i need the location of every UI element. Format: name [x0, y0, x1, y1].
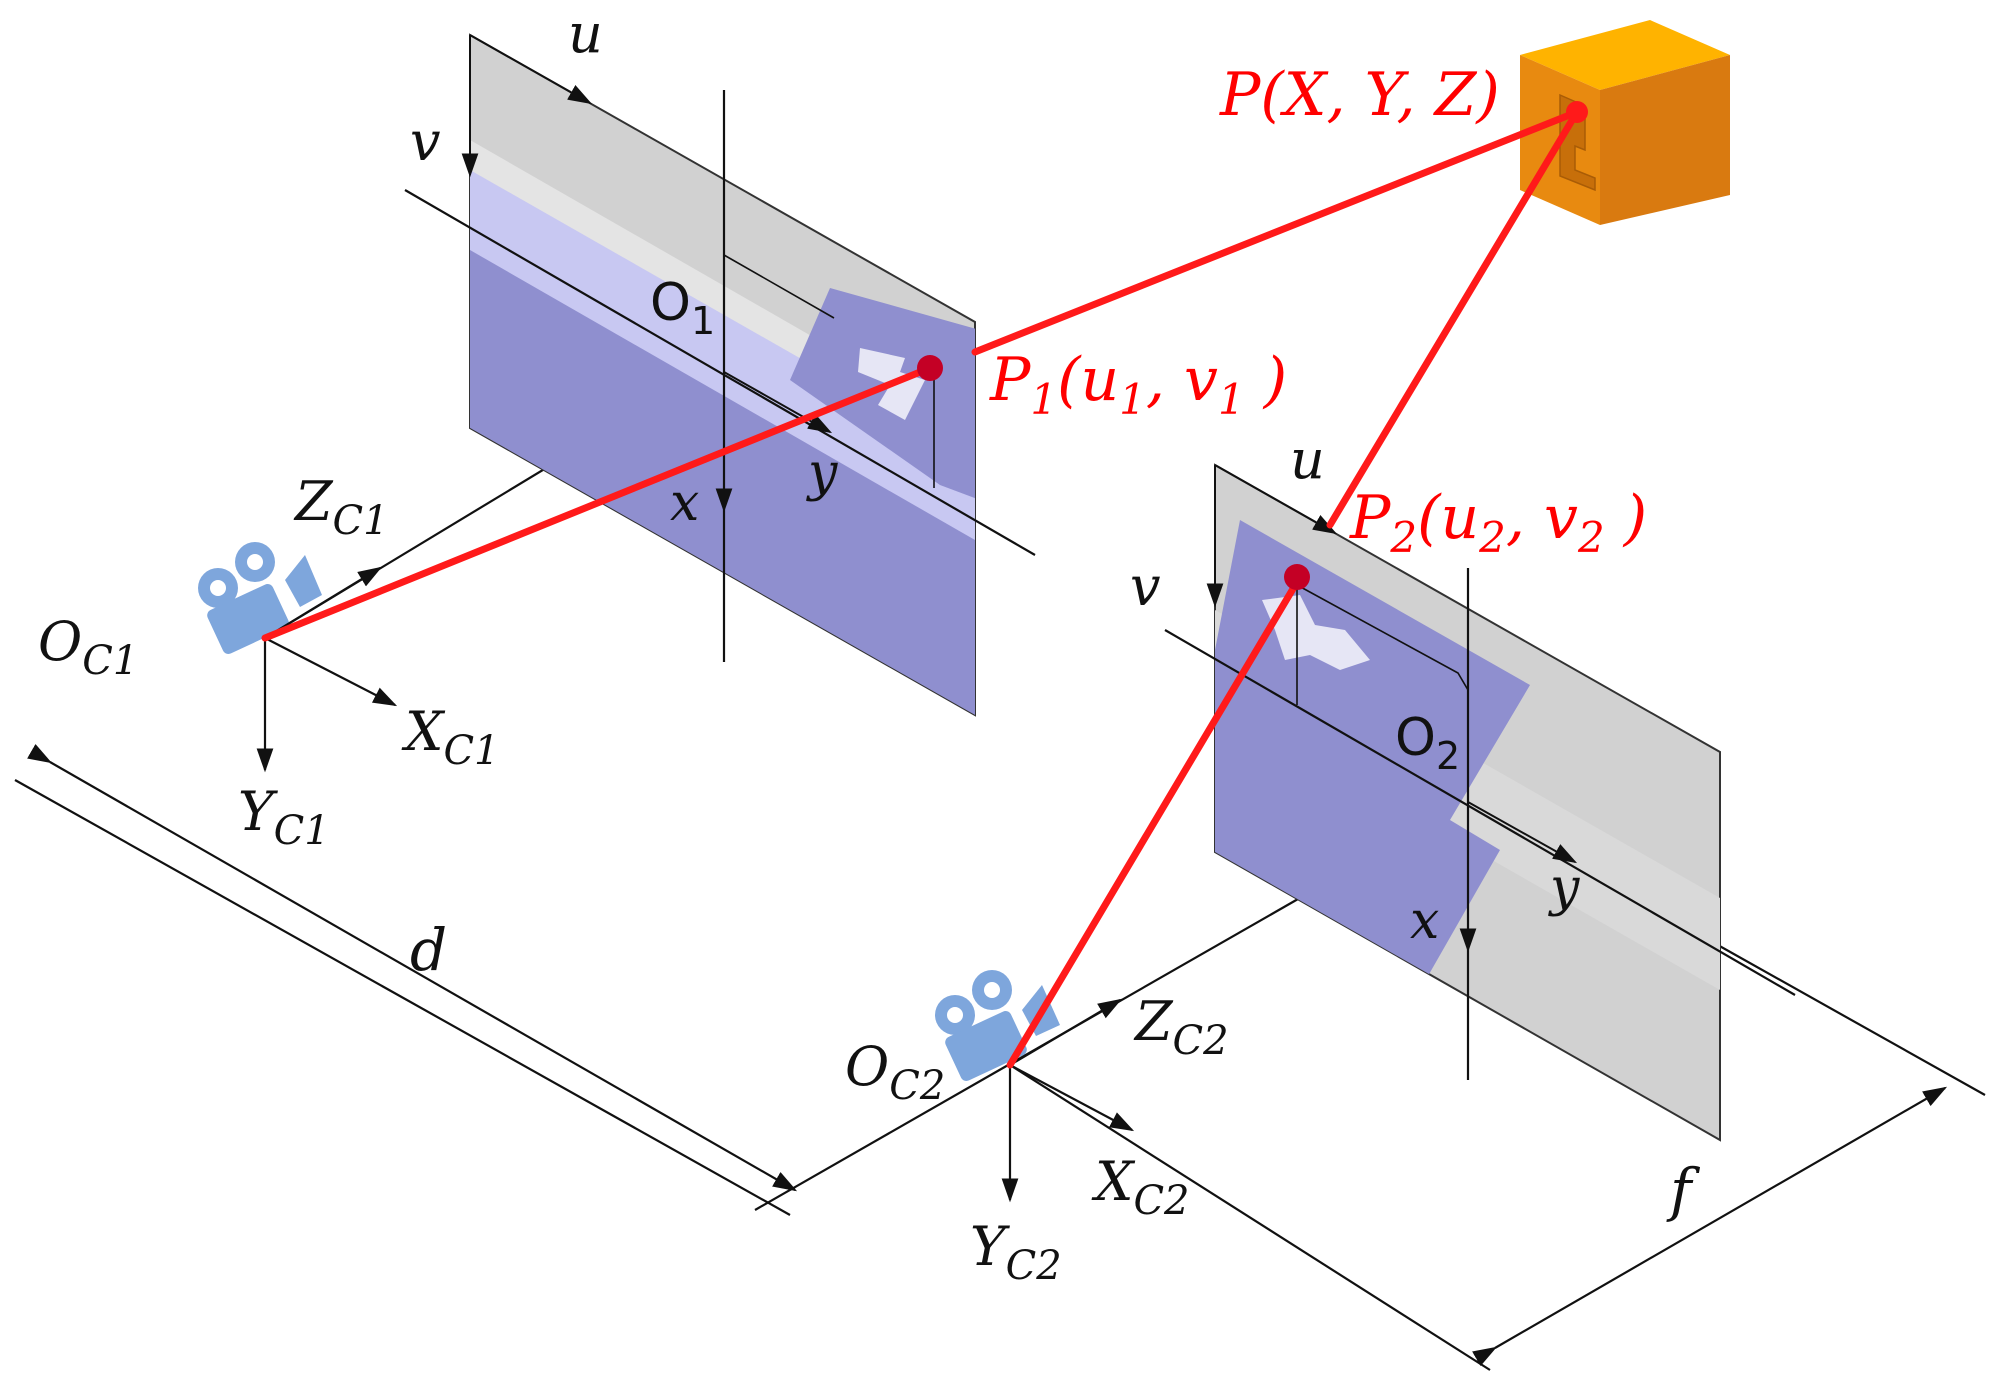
label-world-point: P(X, Y, Z)	[1219, 60, 1500, 130]
label-u2: u	[1290, 428, 1325, 491]
label-v2: v	[1130, 555, 1161, 618]
camera2-x-axis	[1009, 1064, 1135, 1132]
image-plane-2	[1164, 463, 1796, 1142]
label-zc2: ZC2	[1133, 990, 1229, 1064]
projection-rays	[261, 108, 1581, 1069]
plane1-projection-dark	[470, 250, 975, 715]
cube-top	[1520, 20, 1730, 90]
label-u1: u	[568, 2, 603, 65]
ray-camera1-to-p1	[261, 364, 934, 642]
label-y2: y	[1548, 858, 1580, 918]
label-p2: P2(u2, v2 )	[1349, 483, 1647, 562]
image-plane-1	[404, 33, 1036, 717]
ray-world-to-p2	[1326, 108, 1581, 529]
dimension-lines	[27, 743, 1948, 1367]
point-world	[1566, 101, 1588, 123]
label-yc2: YC2	[970, 1215, 1062, 1289]
plane1-y-axis	[723, 371, 833, 434]
focal-dimension-right	[1699, 934, 1986, 1096]
camera1-z-axis	[264, 566, 383, 639]
baseline-dimension-d	[27, 743, 798, 1192]
plane1-horizontal-axis	[404, 189, 1036, 556]
cube-side	[1600, 55, 1730, 225]
label-oc1: OC1	[38, 610, 138, 684]
plane2-y-axis	[1467, 801, 1578, 864]
label-o2: O2	[1395, 708, 1460, 778]
plane2-horizontal-axis	[1164, 629, 1796, 996]
label-baseline-d: d	[410, 916, 447, 984]
plane1-projection-light	[470, 170, 975, 560]
label-zc1: ZC1	[293, 470, 389, 544]
plane2-u-axis	[1214, 464, 1338, 535]
point-p1	[917, 355, 943, 381]
camera-2	[935, 970, 1135, 1203]
label-x2: x	[1410, 891, 1439, 951]
label-p1: P1(u1, v1 )	[989, 345, 1287, 424]
ray-p1-to-world	[971, 108, 1581, 356]
baseline-axis	[14, 779, 791, 1216]
ray-p2-to-camera2	[1006, 573, 1304, 1069]
camera2-x-extension	[1009, 1064, 1491, 1371]
plane2-projected-cube-notch	[1262, 595, 1370, 670]
label-yc1: YC1	[238, 780, 330, 854]
focal-dimension-f	[1472, 1086, 1948, 1367]
camera-icon	[935, 970, 1060, 1081]
label-o1: O1	[650, 273, 715, 343]
label-xc1: XC1	[401, 700, 500, 774]
label-focal-f: f	[1666, 1156, 1701, 1224]
camera-icon	[198, 542, 322, 654]
label-xc2: XC2	[1091, 1150, 1190, 1224]
label-x1: x	[670, 473, 699, 533]
plane2-guide-x	[1296, 584, 1469, 691]
plane1-u-axis	[469, 34, 593, 105]
point-p2	[1284, 564, 1310, 590]
camera1-x-axis	[264, 637, 398, 707]
camera2-z-axis	[1009, 998, 1123, 1066]
plane1-guide-x	[723, 254, 835, 319]
label-oc2: OC2	[845, 1035, 945, 1109]
camera-1	[198, 542, 398, 773]
label-y1: y	[806, 443, 838, 503]
label-v1: v	[410, 110, 441, 173]
